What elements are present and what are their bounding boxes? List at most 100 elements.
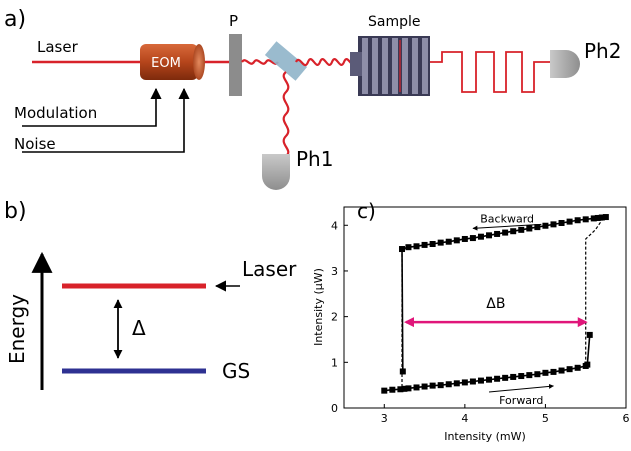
data-point — [453, 380, 460, 387]
x-tick-label: 6 — [623, 412, 630, 425]
data-point — [397, 386, 404, 393]
data-point — [445, 381, 452, 388]
data-point — [566, 218, 573, 225]
data-point — [429, 382, 436, 389]
gs-label: GS — [222, 359, 250, 383]
eom-end — [193, 44, 205, 80]
data-point — [542, 369, 549, 376]
modulation-label: Modulation — [14, 104, 97, 122]
panel-c-label: c) — [357, 199, 376, 223]
panel-a: a) Laser EOM Modulation Noise P Ph1 — [4, 7, 621, 190]
y-tick-label: 4 — [331, 219, 338, 232]
x-axis: 3 4 5 6 — [381, 404, 630, 425]
x-tick-label: 3 — [381, 412, 388, 425]
noise-label: Noise — [14, 135, 56, 153]
eom-label: EOM — [151, 56, 181, 71]
data-point — [413, 384, 420, 391]
data-point — [461, 379, 468, 386]
data-point — [518, 373, 525, 380]
modulation-arrow — [22, 87, 162, 127]
x-tick-label: 5 — [542, 412, 549, 425]
data-point — [534, 224, 541, 231]
transition-line — [585, 217, 604, 365]
data-point — [598, 214, 605, 221]
energy-label: Energy — [5, 294, 29, 364]
data-point — [486, 376, 493, 383]
data-point — [437, 382, 444, 389]
eom: EOM — [140, 44, 205, 80]
y-tick-label: 2 — [331, 311, 338, 324]
data-point — [445, 238, 452, 245]
ph2-label: Ph2 — [584, 39, 621, 63]
data-point — [477, 233, 484, 240]
data-point — [586, 331, 593, 338]
data-point — [469, 378, 476, 385]
data-point — [510, 373, 517, 380]
laser-label-b: Laser — [242, 257, 297, 281]
data-point — [574, 217, 581, 224]
data-point — [421, 241, 428, 248]
output-beam — [430, 51, 550, 93]
data-point — [526, 372, 533, 379]
forward-label: Forward — [499, 394, 543, 407]
beam-after-polarizer — [241, 59, 279, 65]
data-point — [429, 241, 436, 248]
data-point — [494, 230, 501, 237]
eom-body — [140, 44, 198, 80]
series-line — [401, 216, 606, 372]
polarizer — [229, 34, 242, 96]
delta-label: Δ — [132, 316, 146, 340]
data-point — [405, 244, 412, 251]
data-series — [381, 214, 609, 394]
sample — [350, 36, 430, 96]
data-point — [477, 377, 484, 384]
data-point — [381, 387, 388, 394]
polarizer-label: P — [229, 12, 238, 30]
data-point — [558, 219, 565, 226]
ph1-detector — [262, 154, 290, 190]
data-point — [405, 385, 412, 392]
x-tick-label: 4 — [461, 412, 468, 425]
data-point — [550, 221, 557, 228]
panel-a-label: a) — [4, 7, 26, 32]
data-point — [550, 368, 557, 375]
data-point — [566, 366, 573, 373]
y-axis-label: Intensity (μW) — [312, 268, 325, 346]
sample-label: Sample — [368, 14, 421, 30]
data-point — [582, 216, 589, 223]
y-tick-label: 1 — [331, 356, 338, 369]
data-point — [461, 235, 468, 242]
data-point — [574, 364, 581, 371]
data-point — [401, 385, 408, 392]
data-point — [413, 243, 420, 250]
data-point — [594, 214, 601, 221]
data-point — [510, 228, 517, 235]
data-point — [542, 222, 549, 229]
data-point — [526, 225, 533, 232]
data-point — [518, 226, 525, 233]
noise-arrow — [22, 87, 190, 153]
data-point — [469, 235, 476, 242]
data-point — [494, 375, 501, 382]
data-point — [534, 371, 541, 378]
panel-b: b) Energy Laser Δ GS — [4, 199, 297, 390]
ph1-label: Ph1 — [296, 147, 333, 171]
data-point — [502, 229, 509, 236]
y-tick-label: 3 — [331, 265, 338, 278]
beam-to-sample — [295, 58, 364, 67]
data-point — [502, 374, 509, 381]
beam-splitter — [264, 41, 308, 81]
y-tick-label: 0 — [331, 402, 338, 415]
data-point — [399, 246, 406, 253]
ph2-detector — [550, 50, 580, 78]
data-point — [602, 214, 609, 221]
backward-label: Backward — [480, 212, 534, 225]
x-axis-label: Intensity (mW) — [444, 430, 526, 443]
data-point — [437, 239, 444, 246]
forward-arrow — [488, 383, 554, 393]
backward-arrow — [472, 223, 542, 231]
data-point — [486, 232, 493, 239]
